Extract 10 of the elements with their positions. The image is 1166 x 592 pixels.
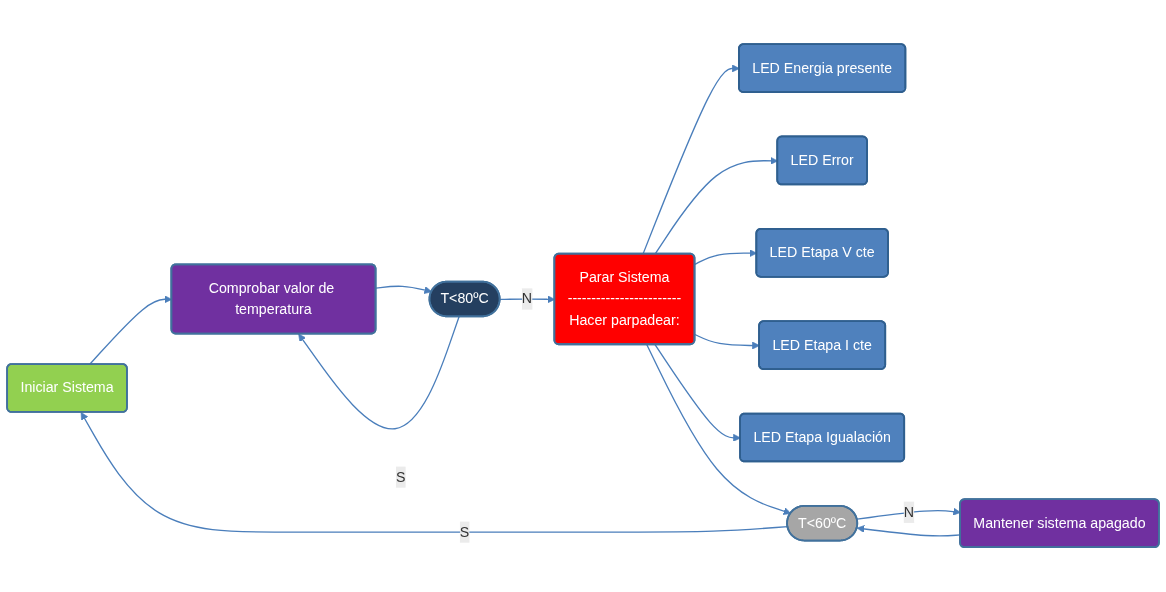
edge-label: N (903, 504, 914, 520)
arrow (694, 334, 760, 350)
arrow (646, 344, 792, 516)
arrow (375, 285, 433, 295)
edge-label: N (521, 291, 533, 307)
edge-label: S (395, 469, 406, 485)
edge-label: S (459, 524, 470, 540)
arrow (654, 344, 741, 443)
arrow (856, 508, 961, 521)
arrow (298, 316, 460, 430)
